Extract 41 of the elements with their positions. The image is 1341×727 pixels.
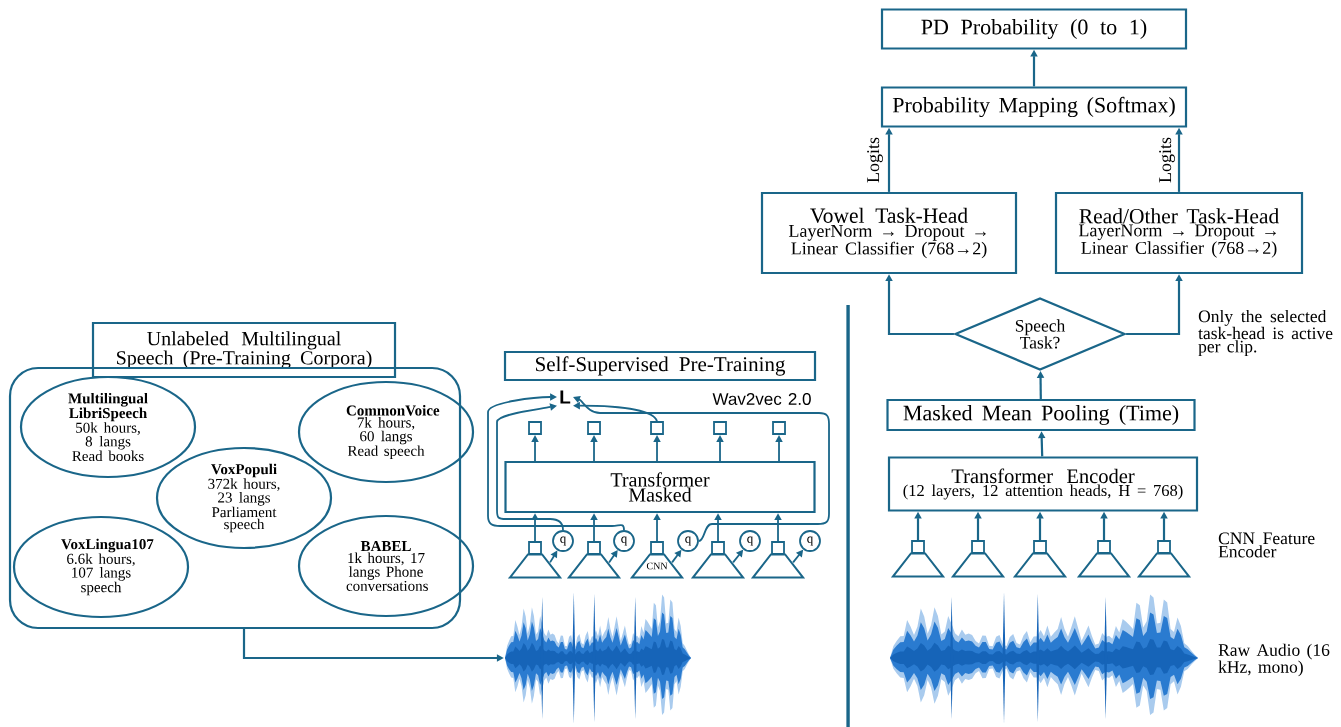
process-box: Transformer Masked <box>504 460 816 514</box>
arrow <box>775 435 783 462</box>
arrow <box>496 403 564 531</box>
small-square <box>587 541 601 555</box>
small-square <box>528 541 542 555</box>
text-label: CNN Feature Encoder <box>1218 532 1315 558</box>
small-square <box>1157 540 1171 554</box>
small-square <box>911 540 925 554</box>
arrow <box>531 435 539 462</box>
small-square <box>650 421 664 435</box>
small-square <box>1097 540 1111 554</box>
small-square <box>1033 540 1047 554</box>
text-label: Raw Audio (16 kHz, mono) <box>1218 643 1330 677</box>
edge-label: Logits <box>1159 137 1175 183</box>
process-box: Self-Supervised Pre-Training <box>503 350 817 382</box>
edge-label: Logits <box>867 137 883 183</box>
small-square <box>587 421 601 435</box>
process-box: Transformer Encoder (12 layers, 12 attention heads, H = 768) <box>887 456 1199 512</box>
rounded-box <box>8 366 462 630</box>
arrow <box>590 435 598 462</box>
small-square <box>650 541 664 555</box>
small-square <box>713 421 727 435</box>
process-box: Read/Other Task-Head LayerNorm → Dropout → Linear Classifier (768→2) <box>1054 191 1304 275</box>
small-square <box>771 541 785 555</box>
small-square <box>971 540 985 554</box>
process-box: Unlabeled Multilingual Speech (Pre-Training Corpora) <box>91 321 397 379</box>
process-box: PD Probability (0 to 1) <box>880 8 1188 50</box>
text-label: Wav2vec 2.0 <box>712 392 811 405</box>
arrow <box>653 435 661 462</box>
arrow <box>573 396 830 542</box>
small-square <box>711 541 725 555</box>
loss-symbol: L <box>560 390 571 404</box>
arrow <box>716 435 724 462</box>
process-box: Probability Mapping (Softmax) <box>880 86 1188 128</box>
small-square <box>772 421 786 435</box>
process-box: Vowel Task-Head LayerNorm → Dropout → Linear Classifier (768→2) <box>760 191 1018 275</box>
process-box: Masked Mean Pooling (Time) <box>886 398 1196 432</box>
arrow <box>608 550 618 564</box>
small-square <box>528 421 542 435</box>
arrow <box>487 393 625 531</box>
text-label: Only the selected task-head is active per clip. <box>1198 309 1333 357</box>
